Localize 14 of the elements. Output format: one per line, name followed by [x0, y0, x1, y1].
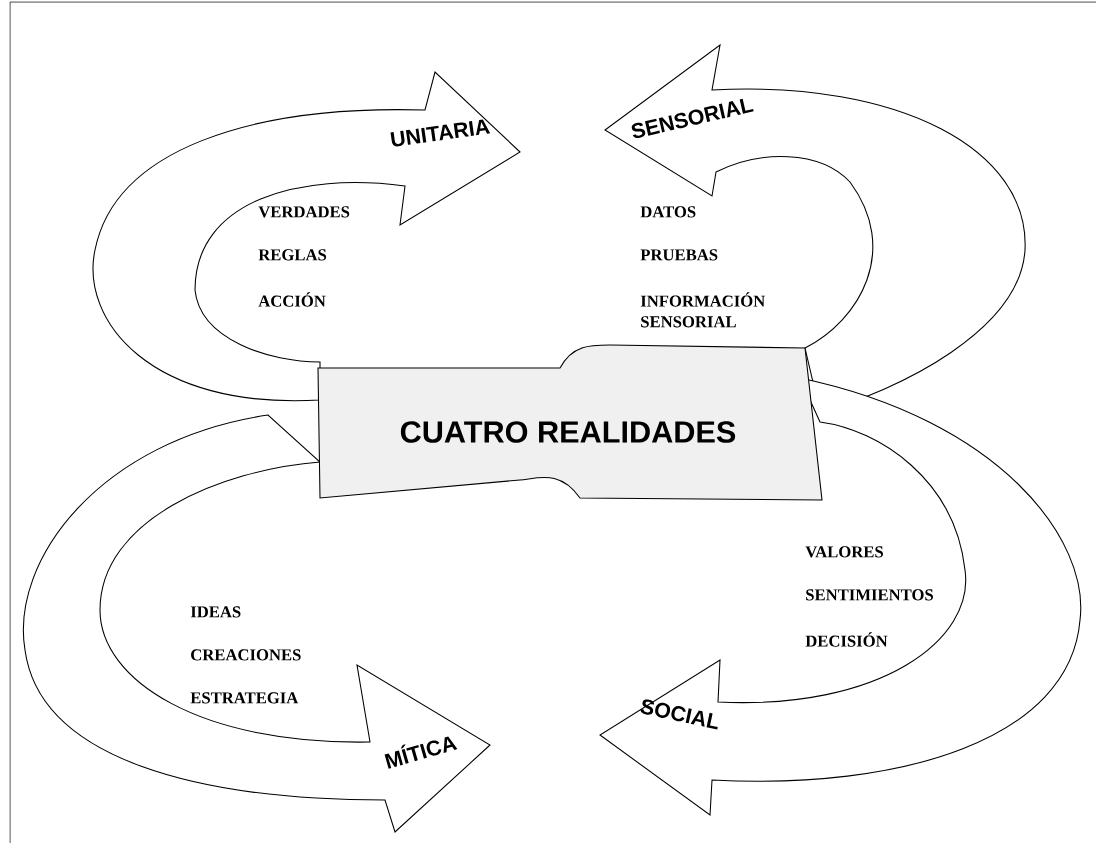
list-item: INFORMACIÓN SENSORIAL	[640, 292, 766, 328]
list-item: DECISIÓN	[805, 632, 888, 647]
list-item: CREACIONES	[191, 649, 301, 661]
list-item: ESTRATEGIA	[190, 692, 299, 704]
list-item: PRUEBAS	[640, 249, 718, 261]
list-item: VALORES	[805, 546, 883, 558]
list-item: IDEAS	[190, 606, 241, 618]
banner: CUATRO REALIDADES	[317, 344, 823, 501]
list-item: DATOS	[640, 206, 696, 218]
list-item: VERDADES	[258, 206, 350, 218]
list-item: SENTIMIENTOS	[806, 589, 933, 601]
list-item: REGLAS	[258, 249, 327, 261]
node-label: SOCIAL	[640, 699, 718, 730]
list-item: ACCIÓN	[258, 292, 326, 307]
